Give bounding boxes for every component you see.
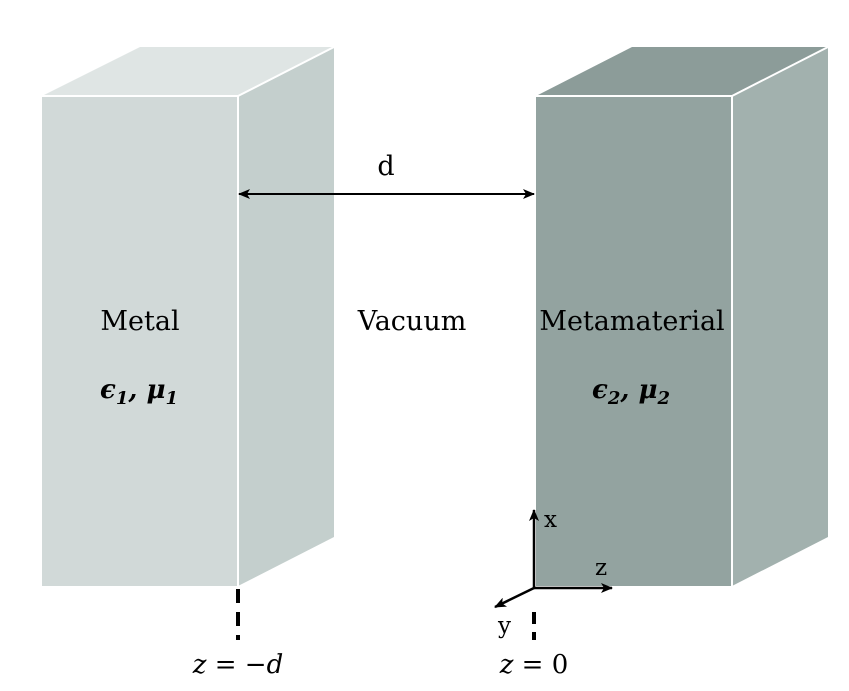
metamaterial-block-edge <box>731 46 829 97</box>
gap-label: d <box>377 151 394 182</box>
metamaterial-block-front <box>536 96 732 586</box>
vacuum-label: Vacuum <box>357 306 467 337</box>
coordinate-axes: x z y <box>494 507 613 639</box>
x-axis-label: x <box>544 507 557 533</box>
metamaterial-params: ϵ2, μ2 <box>592 375 670 409</box>
z-axis-label: z <box>595 555 607 581</box>
y-axis-arrow <box>494 586 535 609</box>
metal-block-front <box>42 96 238 586</box>
metal-label: Metal <box>100 306 179 337</box>
metal-params: ϵ1, μ1 <box>100 375 178 409</box>
metal-block-edge <box>237 46 335 97</box>
y-axis-label: y <box>497 613 511 639</box>
right-position-label: z = 0 <box>499 650 569 680</box>
metamaterial-label: Metamaterial <box>539 306 724 337</box>
left-position-label: z = −d <box>192 650 283 680</box>
metamaterial-block <box>536 46 829 586</box>
metal-block-side <box>238 47 334 586</box>
metamaterial-block-side <box>732 47 828 586</box>
metal-block <box>42 46 335 586</box>
